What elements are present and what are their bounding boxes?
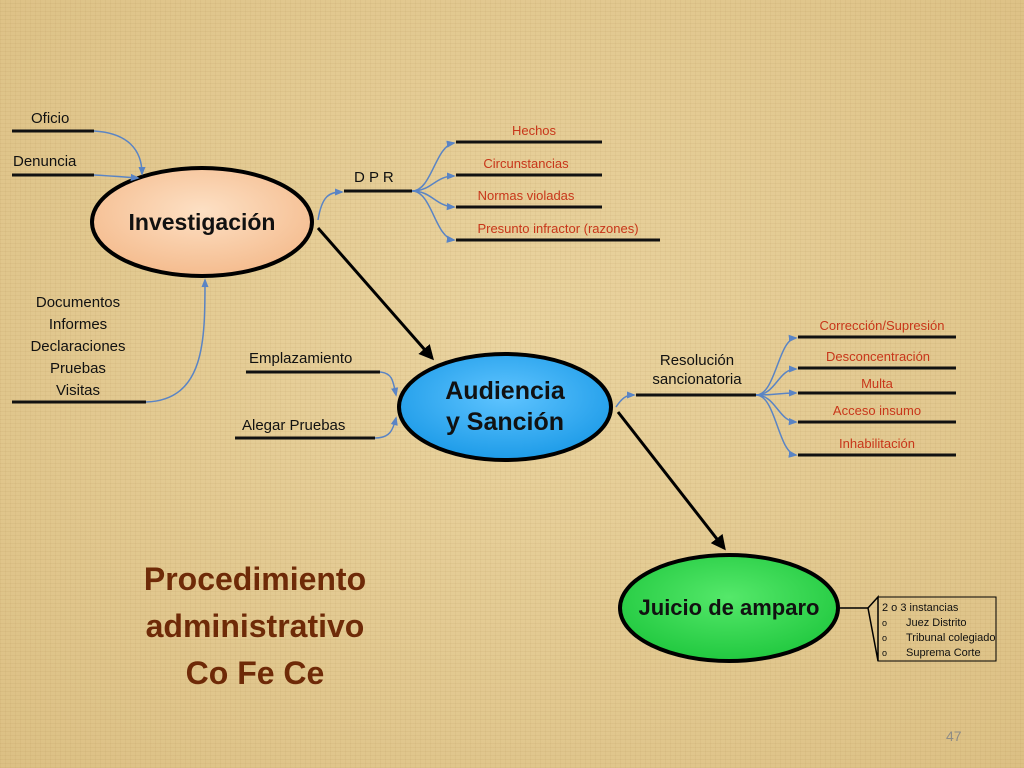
document-item: Declaraciones bbox=[30, 338, 126, 355]
bullet-icon: o bbox=[882, 618, 888, 628]
slide-title: Procedimiento administrativo Co Fe Ce bbox=[144, 556, 366, 697]
document-item: Informes bbox=[48, 316, 108, 333]
audiencia-label-line1: Audiencia bbox=[445, 376, 565, 405]
arrow-investigacion-to-audiencia bbox=[316, 227, 434, 361]
audiencia-node[interactable]: Audiencia y Sanción bbox=[398, 353, 612, 461]
amparo-item: o Tribunal colegiado bbox=[882, 631, 995, 646]
investigacion-node-shape bbox=[90, 166, 314, 278]
oficio-label: Oficio bbox=[31, 110, 70, 127]
emplazamiento-label: Emplazamiento bbox=[249, 350, 353, 367]
audiencia-node-shape bbox=[397, 352, 613, 462]
documents-list: Documentos Informes Declaraciones Prueba… bbox=[30, 292, 125, 402]
denuncia-label: Denuncia bbox=[13, 153, 77, 170]
sancion-item: Desconcentración bbox=[825, 349, 931, 364]
page-number: 47 bbox=[946, 728, 962, 744]
label-underlines bbox=[12, 129, 956, 457]
amparo-bracket bbox=[840, 595, 997, 662]
bullet-icon: o bbox=[882, 633, 888, 643]
sancion-item: Corrección/Supresión bbox=[819, 318, 945, 333]
resolucion-label: Resolución sancionatoria bbox=[652, 351, 741, 389]
arrow-audiencia-to-juicio bbox=[616, 411, 726, 551]
document-item: Pruebas bbox=[50, 360, 106, 377]
blue-connectors bbox=[93, 130, 798, 458]
amparo-item: o Suprema Corte bbox=[882, 646, 995, 661]
document-item: Visitas bbox=[56, 382, 100, 399]
document-item: Documentos bbox=[35, 294, 121, 311]
sancion-item: Inhabilitación bbox=[839, 436, 915, 451]
amparo-item: o Juez Distrito bbox=[882, 616, 995, 631]
sancion-item: Acceso insumo bbox=[832, 403, 922, 418]
dpr-item: Presunto infractor (razones) bbox=[477, 221, 639, 236]
amparo-item-label: Tribunal colegiado bbox=[906, 632, 996, 644]
juicio-node-shape bbox=[618, 553, 840, 663]
title-line3: Co Fe Ce bbox=[185, 655, 325, 691]
amparo-item-label: Suprema Corte bbox=[906, 647, 981, 659]
investigacion-label: Investigación bbox=[128, 208, 276, 235]
dpr-item: Hechos bbox=[511, 123, 557, 138]
amparo-instances: 2 o 3 instancias o Juez Distrito o Tribu… bbox=[882, 601, 995, 661]
juicio-label: Juicio de amparo bbox=[638, 595, 820, 620]
dpr-item: Normas violadas bbox=[477, 188, 575, 203]
investigacion-node[interactable]: Investigación bbox=[90, 166, 314, 278]
amparo-item-label: Juez Distrito bbox=[906, 617, 967, 629]
amparo-heading: 2 o 3 instancias bbox=[882, 602, 959, 614]
juicio-node[interactable]: Juicio de amparo bbox=[618, 554, 840, 662]
title-line2: administrativo bbox=[145, 608, 365, 644]
title-line1: Procedimiento bbox=[143, 561, 367, 597]
bullet-icon: o bbox=[882, 648, 888, 658]
resolucion-line1: Resolución bbox=[659, 352, 735, 369]
sancion-item: Multa bbox=[861, 376, 893, 391]
dpr-label: D P R bbox=[354, 169, 394, 186]
audiencia-label-line2: y Sanción bbox=[445, 408, 565, 436]
alegar-pruebas-label: Alegar Pruebas bbox=[242, 417, 346, 434]
resolucion-line2: sancionatoria bbox=[652, 371, 742, 388]
dpr-item: Circunstancias bbox=[483, 156, 569, 171]
